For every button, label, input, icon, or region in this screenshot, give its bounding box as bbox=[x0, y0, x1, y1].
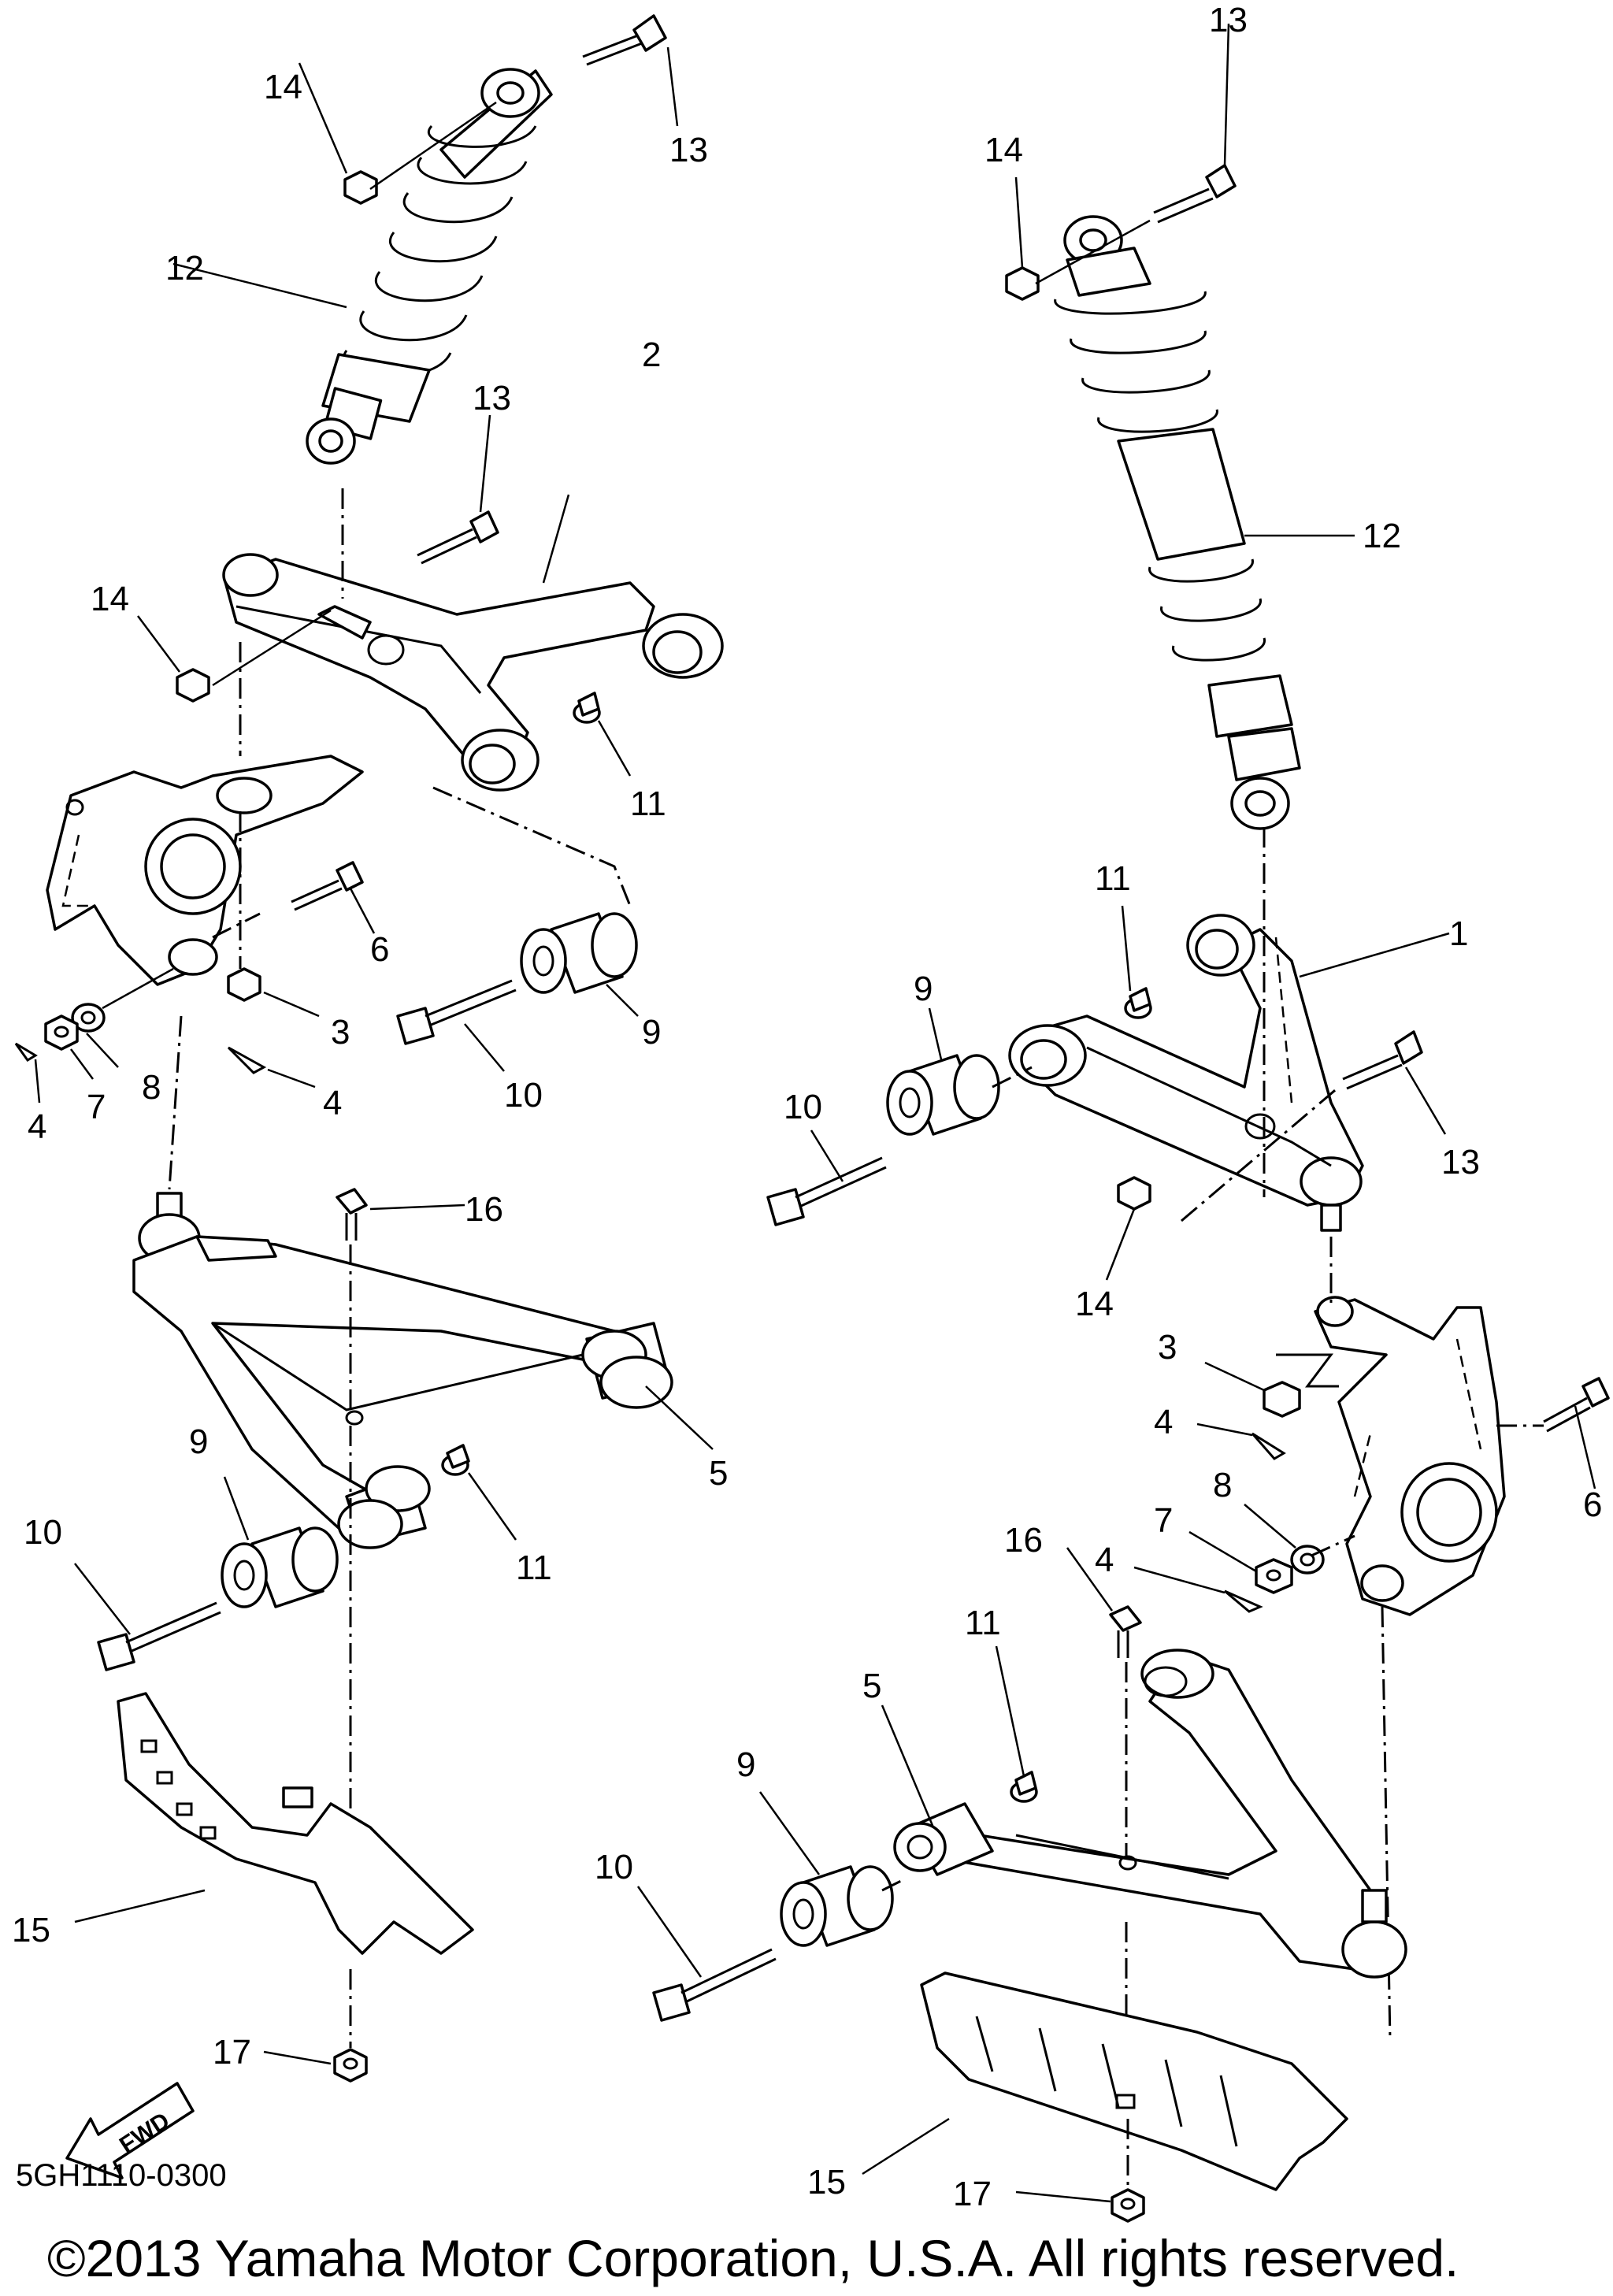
bolt-16-right bbox=[1109, 1605, 1142, 1658]
cotter-pin-4-left bbox=[227, 1046, 267, 1074]
callout-9: 9 bbox=[642, 1013, 661, 1052]
nut-7-right bbox=[1255, 1558, 1293, 1594]
lower-arm-right bbox=[893, 1649, 1407, 1979]
lower-arm-left bbox=[132, 1235, 632, 1530]
skid-plate-right bbox=[920, 1971, 1348, 2191]
callout-16: 16 bbox=[465, 1190, 503, 1229]
bushing-collar-5-left bbox=[581, 1322, 673, 1409]
callout-6: 6 bbox=[1583, 1486, 1602, 1524]
callout-14: 14 bbox=[264, 68, 302, 106]
callout-6: 6 bbox=[370, 930, 389, 969]
nut-14-left-mid bbox=[176, 668, 210, 703]
nut-7-left bbox=[44, 1014, 79, 1051]
upper-arm-right bbox=[1008, 914, 1364, 1232]
nut-3-left bbox=[227, 967, 261, 1002]
callout-9: 9 bbox=[736, 1745, 755, 1784]
callout-11: 11 bbox=[630, 784, 666, 823]
callout-15: 15 bbox=[807, 2163, 846, 2201]
shock-absorber-left bbox=[306, 68, 553, 465]
bolt-10-left-top bbox=[396, 979, 517, 1045]
callout-14: 14 bbox=[984, 131, 1023, 169]
callout-4: 4 bbox=[1095, 1541, 1114, 1579]
diagram-code: 5GH1110-0300 bbox=[16, 2158, 227, 2193]
cotter-pin-4-right-outer bbox=[1224, 1589, 1263, 1613]
callout-10: 10 bbox=[784, 1088, 822, 1126]
callout-17: 17 bbox=[213, 2033, 251, 2072]
callout-11: 11 bbox=[516, 1549, 552, 1587]
washer-11-left-top bbox=[573, 692, 601, 724]
callout-12: 12 bbox=[165, 249, 204, 287]
callout-8: 8 bbox=[1213, 1466, 1232, 1504]
callout-7: 7 bbox=[1154, 1501, 1173, 1540]
steering-knuckle-right bbox=[1314, 1296, 1506, 1616]
callout-9: 9 bbox=[189, 1422, 208, 1461]
callout-10: 10 bbox=[595, 1848, 633, 1886]
callout-7: 7 bbox=[87, 1088, 106, 1126]
copyright-notice: ©2013 Yamaha Motor Corporation, U.S.A. A… bbox=[47, 2229, 1459, 2287]
bolt-16-left bbox=[336, 1188, 368, 1241]
callout-1: 1 bbox=[1449, 914, 1468, 953]
bolt-6-left bbox=[291, 861, 364, 911]
bolt-10-right-bottom bbox=[652, 1948, 777, 2022]
bolt-10-left-bottom bbox=[97, 1601, 221, 1671]
bushing-collar-lower-left bbox=[337, 1465, 431, 1549]
callout-11: 11 bbox=[1095, 859, 1131, 898]
bushing-9-left-top bbox=[520, 912, 638, 994]
callout-8: 8 bbox=[142, 1068, 161, 1107]
nut-3-right bbox=[1263, 1381, 1301, 1418]
callout-4: 4 bbox=[323, 1084, 342, 1122]
bolt-6-right bbox=[1543, 1377, 1610, 1433]
cotter-pin-4-right bbox=[1251, 1432, 1286, 1460]
callout-5: 5 bbox=[862, 1667, 881, 1705]
callout-4: 4 bbox=[1154, 1403, 1173, 1441]
callout-16: 16 bbox=[1004, 1521, 1043, 1560]
washer-11-right-bottom bbox=[1010, 1771, 1038, 1803]
callout-12: 12 bbox=[1363, 517, 1401, 555]
nut-14-top-left bbox=[343, 170, 378, 205]
bushing-9-right-bottom bbox=[780, 1865, 894, 1947]
bushing-9-left-bottom bbox=[221, 1526, 339, 1608]
cotter-pin-4-left-outer bbox=[14, 1042, 38, 1062]
callout-17: 17 bbox=[953, 2175, 992, 2213]
bolt-13-top-left bbox=[582, 14, 667, 66]
bolt-10-right-top bbox=[766, 1156, 887, 1226]
washer-11-left-bottom bbox=[441, 1444, 470, 1476]
shock-absorber-right bbox=[1054, 215, 1301, 830]
bushing-9-right-top bbox=[886, 1054, 1000, 1136]
callout-2: 2 bbox=[642, 336, 661, 374]
callout-5: 5 bbox=[709, 1454, 728, 1493]
callout-labels: 13 14 12 13 2 14 11 6 3 9 8 7 4 4 10 16 … bbox=[12, 1, 1602, 2213]
callout-13: 13 bbox=[1441, 1143, 1480, 1181]
callout-3: 3 bbox=[331, 1013, 350, 1052]
callout-13: 13 bbox=[473, 379, 511, 417]
callout-15: 15 bbox=[12, 1911, 50, 1949]
washer-11-right-top bbox=[1124, 987, 1152, 1019]
washer-8-right bbox=[1290, 1545, 1325, 1575]
skid-plate-left bbox=[117, 1692, 474, 1955]
callout-10: 10 bbox=[504, 1076, 543, 1115]
nut-14-right-mid bbox=[1117, 1176, 1151, 1211]
washer-8-left bbox=[71, 1003, 106, 1033]
bolt-13-left-mid bbox=[417, 510, 499, 565]
nut-14-top-right bbox=[1005, 266, 1040, 301]
bolt-13-top-right bbox=[1153, 164, 1237, 224]
callout-11: 11 bbox=[965, 1604, 1001, 1642]
callout-9: 9 bbox=[914, 970, 933, 1008]
steering-knuckle-left bbox=[46, 755, 364, 986]
callout-10: 10 bbox=[24, 1513, 62, 1552]
upper-arm-left bbox=[222, 553, 724, 792]
nut-17-left bbox=[333, 2048, 368, 2083]
callout-3: 3 bbox=[1158, 1328, 1177, 1367]
callout-13: 13 bbox=[1209, 1, 1248, 39]
callout-14: 14 bbox=[91, 580, 129, 618]
nut-17-right bbox=[1111, 2188, 1145, 2223]
callout-14: 14 bbox=[1075, 1285, 1114, 1323]
bolt-13-right-mid bbox=[1342, 1030, 1423, 1090]
callout-13: 13 bbox=[669, 131, 708, 169]
callout-4: 4 bbox=[28, 1107, 46, 1146]
